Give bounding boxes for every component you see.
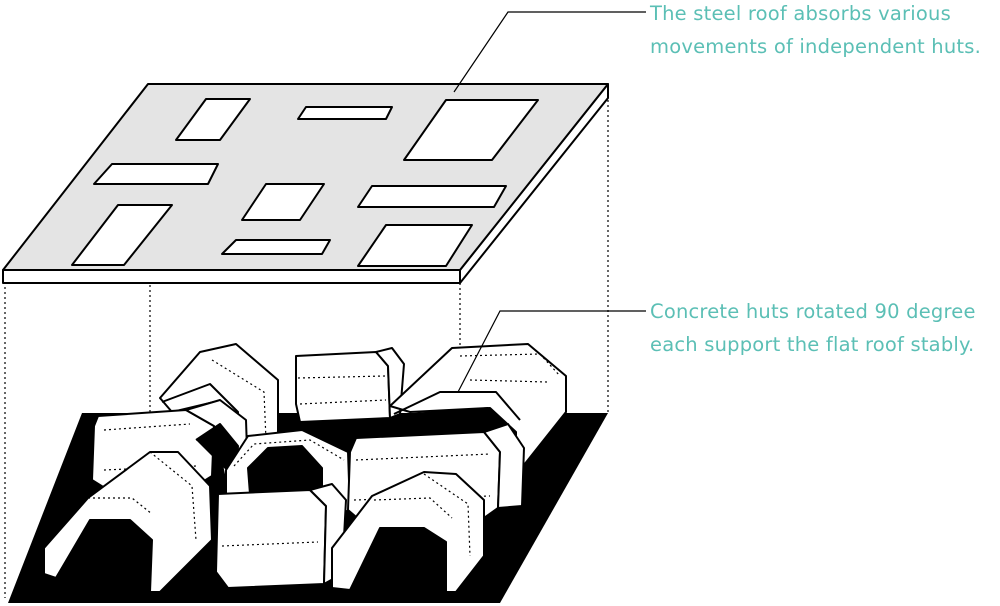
roof-annotation-line-2: movements of independent huts.: [650, 35, 981, 58]
huts-annotation: Concrete huts rotated 90 degree each sup…: [650, 295, 976, 361]
hut: [43, 451, 213, 593]
huts-annotation-line-2: each support the flat roof stably.: [650, 333, 975, 356]
roof-opening: [297, 106, 393, 120]
roof-opening: [357, 224, 473, 267]
roof-opening: [175, 98, 251, 141]
concrete-huts: [43, 343, 567, 593]
projection-lines: [4, 100, 609, 598]
roof-opening: [71, 204, 173, 266]
roof-leader-line: [453, 11, 646, 93]
hut: [215, 483, 347, 589]
roof-opening: [93, 163, 219, 185]
roof-openings: [71, 98, 539, 267]
roof-side-front: [2, 269, 461, 284]
roof-opening: [221, 239, 331, 255]
roof-opening: [403, 99, 539, 161]
roof-annotation: The steel roof absorbs various movements…: [650, 0, 981, 63]
huts-leader-line: [457, 310, 646, 393]
roof-annotation-line-1: The steel roof absorbs various: [650, 2, 951, 25]
roof-opening: [357, 185, 507, 208]
huts-annotation-line-1: Concrete huts rotated 90 degree: [650, 300, 976, 323]
hut: [331, 471, 485, 593]
roof-opening: [241, 183, 325, 221]
annotation-leaders: [453, 11, 646, 393]
hut: [295, 347, 405, 423]
